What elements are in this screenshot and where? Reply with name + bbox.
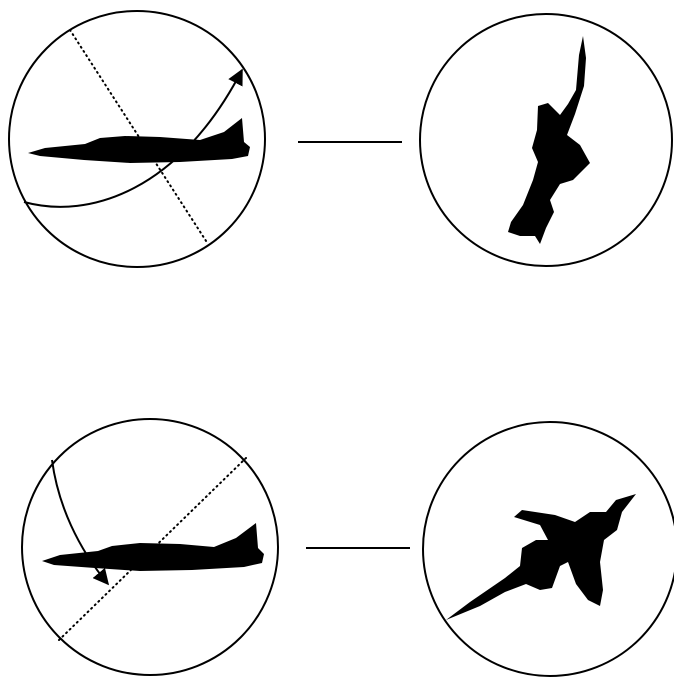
panel-1-after (420, 14, 672, 266)
jet-side-silhouette (28, 118, 250, 163)
panel-2-before (22, 419, 278, 675)
panel-2-after (423, 422, 674, 676)
panel-1-before (9, 11, 265, 267)
jet-side-silhouette (42, 523, 264, 571)
jet-rotated-silhouette (446, 494, 636, 620)
jet-rotated-silhouette (508, 36, 590, 244)
